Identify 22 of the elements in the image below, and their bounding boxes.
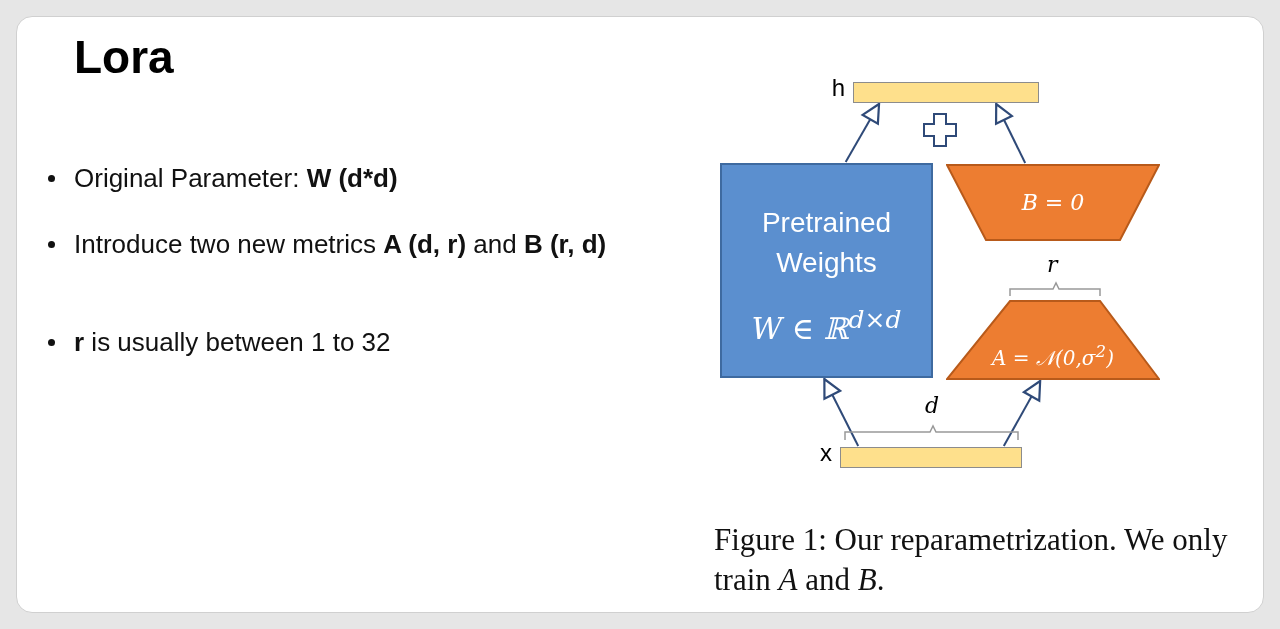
arrow (1002, 379, 1042, 447)
matrix-a-trapezoid (946, 300, 1160, 380)
matrix-b-trapezoid (946, 164, 1160, 241)
arrow (844, 102, 881, 163)
bullet-point: Original Parameter: W (d*d) (48, 162, 644, 194)
dimension-label: d (925, 393, 940, 418)
variable-label: h (831, 74, 845, 102)
math-formula: W ∈ ℝ$^{d×d}$ (750, 305, 903, 346)
figure-caption: Figure 1: Our reparametrization. We only train A and B. (714, 521, 1229, 599)
vector-bar (853, 82, 1039, 103)
math-formula: A = 𝒩(0,σ$^{2}$) (989, 342, 1115, 370)
arrow (995, 102, 1027, 164)
dimension-label: r (1047, 252, 1058, 277)
weight-matrix-box (720, 163, 933, 378)
bullet-point: Introduce two new metrics A (d, r) and B (r, d) (48, 228, 644, 260)
box-label: Pretrained Weights (760, 206, 893, 280)
vector-bar (840, 447, 1022, 468)
arrow (823, 377, 860, 447)
variable-label: x (820, 439, 832, 467)
math-formula: B = 0 (1020, 190, 1086, 215)
bullet-point: r is usually between 1 to 32 (48, 326, 644, 358)
slide-title: Lora (74, 30, 174, 84)
